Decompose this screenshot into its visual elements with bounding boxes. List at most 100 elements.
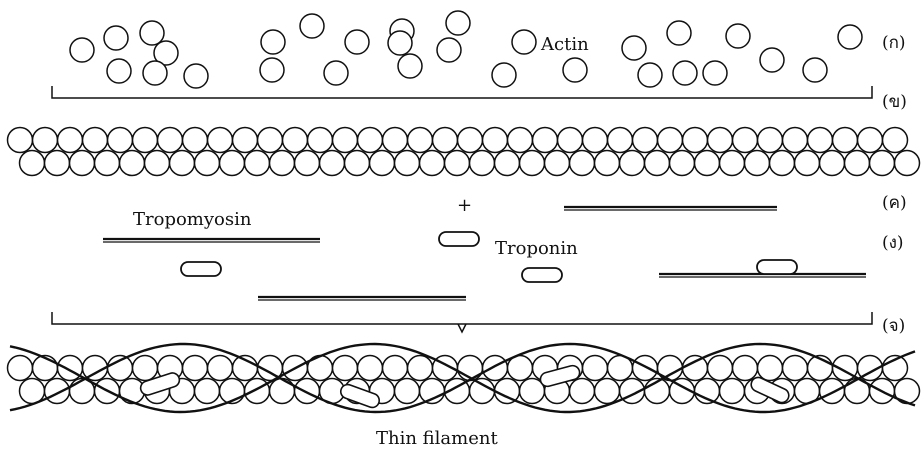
f-actin-monomer xyxy=(283,128,308,153)
thin-filament-actin xyxy=(758,356,783,381)
f-actin-monomer xyxy=(633,128,658,153)
actin-monomer xyxy=(760,48,784,72)
f-actin-monomer xyxy=(520,151,545,176)
actin-label: Actin xyxy=(540,34,589,55)
f-actin-double-strand xyxy=(8,128,920,176)
actin-monomer xyxy=(446,11,470,35)
f-actin-monomer xyxy=(608,128,633,153)
f-actin-monomer xyxy=(345,151,370,176)
thin-filament-actin xyxy=(595,379,620,404)
thin-filament-actin xyxy=(33,356,58,381)
thin-filament-actin xyxy=(245,379,270,404)
free-actin-monomers xyxy=(70,11,862,88)
actin-monomer xyxy=(260,58,284,82)
f-actin-monomer xyxy=(183,128,208,153)
f-actin-monomer xyxy=(670,151,695,176)
actin-monomer xyxy=(703,61,727,85)
bracket-top xyxy=(52,86,872,98)
actin-monomer xyxy=(437,38,461,62)
thin-filament-actin xyxy=(358,356,383,381)
f-actin-monomer xyxy=(395,151,420,176)
f-actin-monomer xyxy=(408,128,433,153)
f-actin-monomer xyxy=(20,151,45,176)
thin-filament-actin xyxy=(295,379,320,404)
f-actin-monomer xyxy=(308,128,333,153)
f-actin-monomer xyxy=(383,128,408,153)
f-actin-monomer xyxy=(845,151,870,176)
actin-monomer xyxy=(638,63,662,87)
f-actin-monomer xyxy=(783,128,808,153)
actin-monomer xyxy=(388,31,412,55)
thin-filament-actin xyxy=(820,379,845,404)
actin-monomer xyxy=(726,24,750,48)
f-actin-monomer xyxy=(558,128,583,153)
f-actin-monomer xyxy=(545,151,570,176)
f-actin-monomer xyxy=(333,128,358,153)
f-actin-monomer xyxy=(295,151,320,176)
f-actin-monomer xyxy=(445,151,470,176)
thin-filament-actin xyxy=(583,356,608,381)
f-actin-monomer xyxy=(95,151,120,176)
f-actin-monomer xyxy=(233,128,258,153)
actin-monomer xyxy=(70,38,94,62)
thin-filament-actin xyxy=(195,379,220,404)
actin-monomer xyxy=(107,59,131,83)
f-actin-monomer xyxy=(8,128,33,153)
f-actin-monomer xyxy=(658,128,683,153)
thin-filament-actin xyxy=(633,356,658,381)
f-actin-monomer xyxy=(570,151,595,176)
actin-monomer xyxy=(324,61,348,85)
f-actin-monomer xyxy=(270,151,295,176)
actin-monomer xyxy=(261,30,285,54)
f-actin-monomer xyxy=(858,128,883,153)
thin-filament-actin xyxy=(658,356,683,381)
actin-monomer xyxy=(563,58,587,82)
f-actin-monomer xyxy=(745,151,770,176)
f-actin-monomer xyxy=(220,151,245,176)
thin-filament-actin xyxy=(470,379,495,404)
f-actin-monomer xyxy=(470,151,495,176)
f-actin-monomer xyxy=(33,128,58,153)
f-actin-monomer xyxy=(370,151,395,176)
row-label-e: (จ) xyxy=(882,316,905,336)
actin-monomer xyxy=(184,64,208,88)
actin-monomer xyxy=(104,26,128,50)
thin-filament-label: Thin filament xyxy=(376,428,498,449)
tropomyosin-label: Tropomyosin xyxy=(133,209,252,230)
actin-monomer xyxy=(803,58,827,82)
thin-filament-actin xyxy=(45,379,70,404)
plus-sign: + xyxy=(457,195,472,216)
actin-monomer xyxy=(667,21,691,45)
f-actin-monomer xyxy=(108,128,133,153)
troponin-label: Troponin xyxy=(495,238,578,259)
f-actin-monomer xyxy=(483,128,508,153)
f-actin-monomer xyxy=(70,151,95,176)
thin-filament-actin xyxy=(58,356,83,381)
f-actin-monomer xyxy=(45,151,70,176)
f-actin-monomer xyxy=(358,128,383,153)
f-actin-monomer xyxy=(695,151,720,176)
f-actin-monomer xyxy=(158,128,183,153)
thin-filament-actin xyxy=(8,356,33,381)
f-actin-monomer xyxy=(883,128,908,153)
thin-filament-actin xyxy=(570,379,595,404)
f-actin-monomer xyxy=(120,151,145,176)
f-actin-monomer xyxy=(83,128,108,153)
thin-filament-actin xyxy=(733,356,758,381)
f-actin-monomer xyxy=(508,128,533,153)
f-actin-monomer xyxy=(620,151,645,176)
f-actin-monomer xyxy=(708,128,733,153)
f-actin-monomer xyxy=(195,151,220,176)
actin-monomer xyxy=(398,54,422,78)
row-label-b: (ข) xyxy=(882,92,907,112)
f-actin-monomer xyxy=(833,128,858,153)
f-actin-monomer xyxy=(795,151,820,176)
thin-filament-actin xyxy=(208,356,233,381)
actin-monomer xyxy=(143,61,167,85)
f-actin-monomer xyxy=(420,151,445,176)
f-actin-monomer xyxy=(583,128,608,153)
actin-monomer xyxy=(673,61,697,85)
f-actin-monomer xyxy=(245,151,270,176)
